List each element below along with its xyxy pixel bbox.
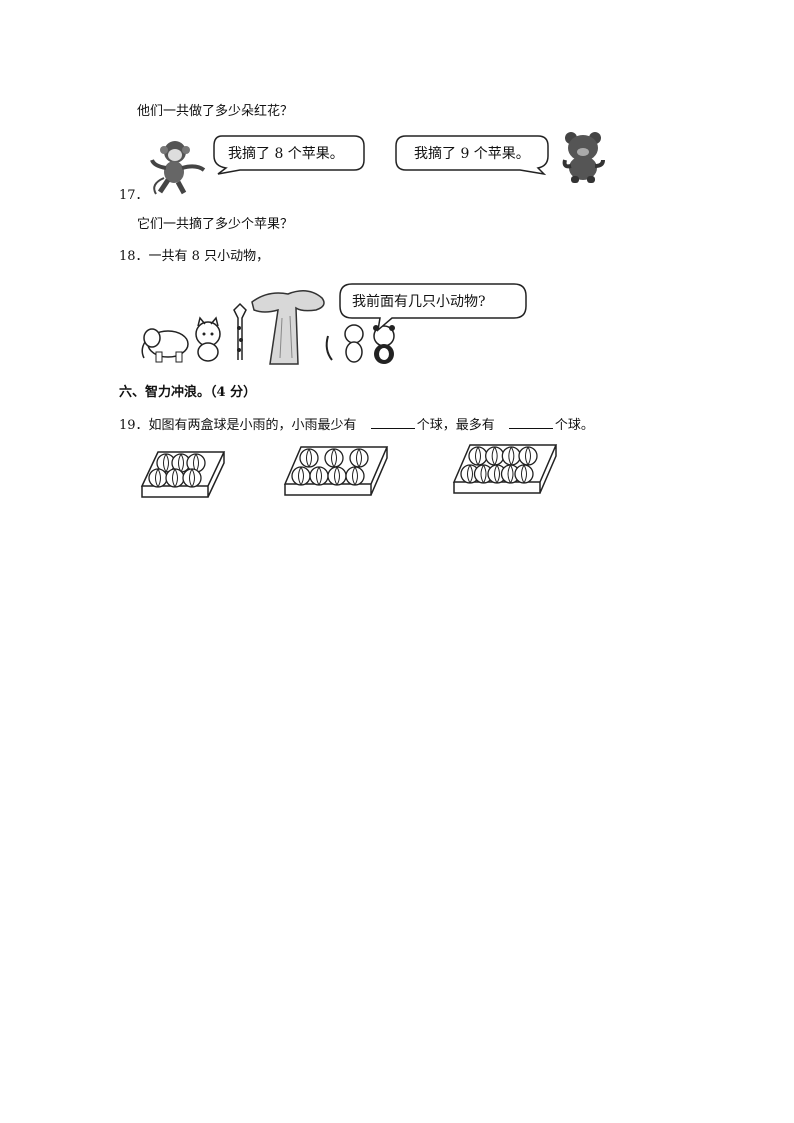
section6-title: 六、智力冲浪。（4 分） xyxy=(119,385,257,400)
monkey-speech-bubble: 我摘了 8 个苹果。 xyxy=(213,135,365,175)
ball-seam xyxy=(494,464,500,484)
cat-icon xyxy=(195,316,221,362)
ball-icon xyxy=(165,468,185,488)
q19-suffix: 个球。 xyxy=(554,418,594,433)
ball-box-3 xyxy=(452,444,558,494)
ball-icon xyxy=(324,448,344,468)
ball-seam xyxy=(331,448,337,468)
monkey-speech-text: 我摘了 8 个苹果。 xyxy=(228,145,344,162)
ball-seam xyxy=(521,464,527,484)
ball-box-1 xyxy=(140,451,226,498)
ball-seam xyxy=(467,464,473,484)
ball-icon xyxy=(514,464,534,484)
tree-icon xyxy=(251,290,325,365)
q17-number: 17． xyxy=(119,188,149,203)
ball-seam xyxy=(163,453,169,473)
ball-icon xyxy=(349,448,369,468)
ball-icon xyxy=(501,446,521,466)
ball-icon xyxy=(485,446,505,466)
ball-icon xyxy=(327,466,347,486)
ball-seam xyxy=(475,446,481,466)
ball-seam xyxy=(525,446,531,466)
q19-middle: 个球，最多有 xyxy=(416,418,495,433)
panda-speech-bubble: 我前面有几只小动物? xyxy=(339,283,527,332)
panda-speech-text: 我前面有几只小动物? xyxy=(352,293,486,310)
ball-icon xyxy=(182,468,202,488)
ball-icon xyxy=(309,466,329,486)
ball-seam xyxy=(480,464,487,484)
ball-seam xyxy=(189,468,195,488)
bear-speech-text: 我摘了 9 个苹果。 xyxy=(414,145,530,162)
bear-speech-bubble: 我摘了 9 个苹果。 xyxy=(395,135,549,176)
ball-icon xyxy=(299,448,319,468)
panda-icon xyxy=(373,325,395,364)
q16-question: 他们一共做了多少朵红花？ xyxy=(137,104,294,119)
animals-illustration xyxy=(141,290,395,365)
ball-seam xyxy=(508,446,515,466)
ball-seam xyxy=(491,446,498,466)
q18-text: 18．一共有 8 只小动物， xyxy=(119,249,270,264)
ball-icon xyxy=(468,446,488,466)
ball-seam xyxy=(316,466,322,486)
ball-icon xyxy=(148,468,168,488)
ball-seam xyxy=(334,466,340,486)
monkey-illustration xyxy=(150,141,206,195)
ball-seam xyxy=(155,468,161,488)
q19-prefix: 19．如图有两盒球是小雨的，小雨最少有 xyxy=(119,418,357,433)
ball-seam xyxy=(306,448,312,468)
bear-illustration xyxy=(562,132,605,183)
ball-seam xyxy=(172,468,178,488)
squirrel-tail-icon xyxy=(325,335,333,361)
ball-seam xyxy=(298,466,304,486)
q19-min-blank[interactable] xyxy=(370,416,415,429)
ball-icon xyxy=(345,466,365,486)
ball-box-2 xyxy=(283,446,389,496)
q17-question: 它们一共摘了多少个苹果？ xyxy=(137,217,294,232)
ball-seam xyxy=(356,448,362,468)
q19-max-blank[interactable] xyxy=(508,416,553,429)
ball-icon xyxy=(291,466,311,486)
ball-seam xyxy=(507,464,514,484)
ball-icon xyxy=(518,446,538,466)
small-monkey-icon xyxy=(344,324,364,363)
elephant-icon xyxy=(141,328,189,363)
giraffe-icon xyxy=(233,302,247,360)
q19-text: 19．如图有两盒球是小雨的，小雨最少有 个球，最多有 个球。 xyxy=(119,416,594,434)
ball-seam xyxy=(352,466,358,486)
